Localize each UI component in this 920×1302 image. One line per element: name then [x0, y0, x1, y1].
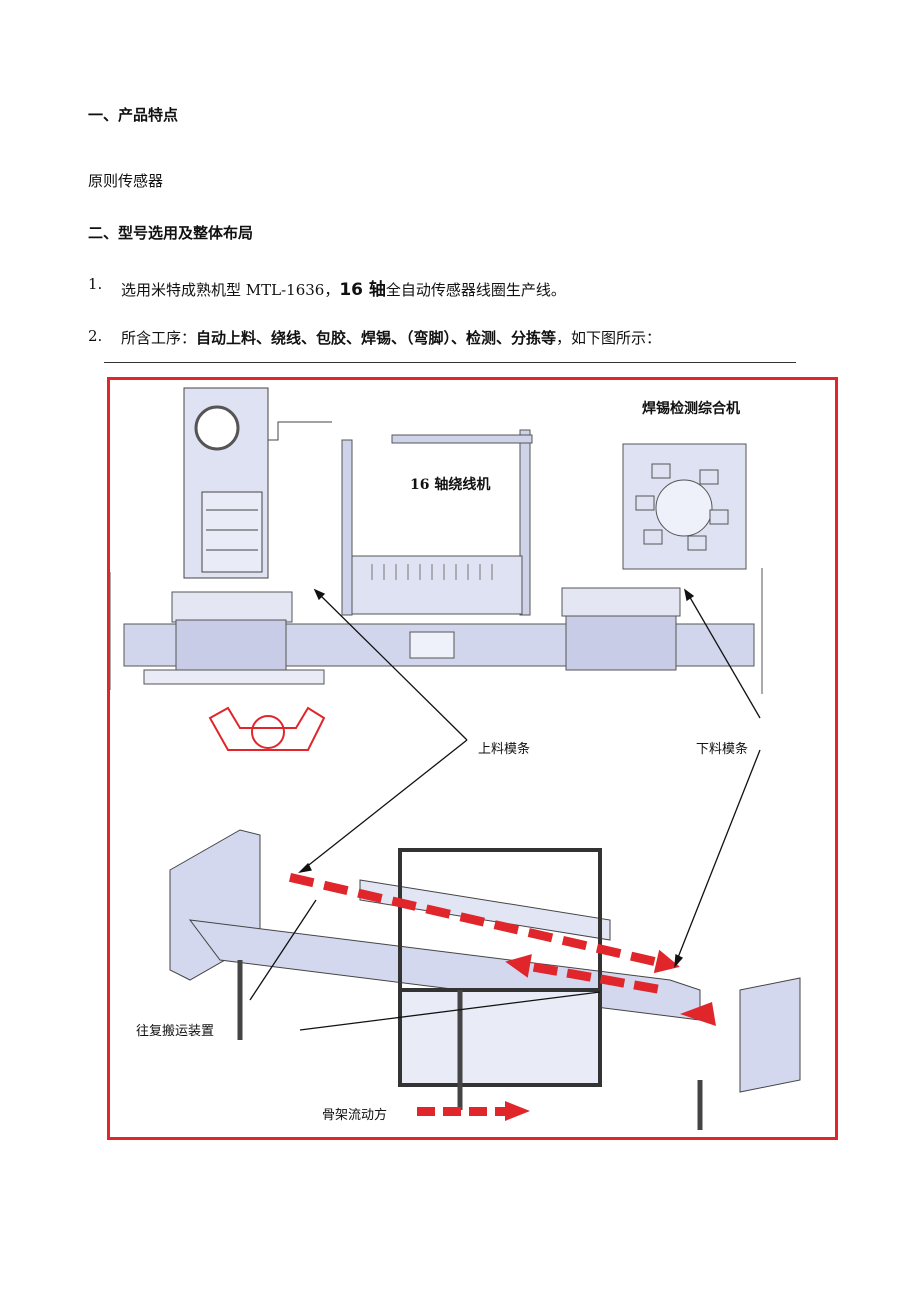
- weld-test-machine: [622, 443, 747, 570]
- label-winder: 16 轴绕线机: [410, 477, 491, 493]
- flow-arrows: [289, 872, 716, 1121]
- conveyor-rail: [110, 568, 763, 694]
- list-number: 1.: [88, 275, 103, 293]
- label-unloading-strip: 下料模条: [696, 742, 749, 757]
- layout-diagram: [110, 387, 801, 1130]
- label-weld-test-machine: 焊锡检测综合机: [642, 401, 740, 417]
- label-loading-strip: 上料模条: [478, 742, 531, 757]
- label-flow-direction: 骨架流动方: [322, 1108, 388, 1123]
- section1-body: 原则传感器: [88, 172, 164, 190]
- loader-tower: [183, 387, 332, 579]
- layout-figure: 焊锡检测综合机 16 轴绕线机 上料模条 下料模条 往复搬运装置 骨架流动方: [107, 377, 838, 1140]
- operator-icon: [208, 706, 326, 751]
- section1-heading: 一、产品特点: [88, 106, 179, 124]
- isometric-line: [169, 829, 801, 1130]
- winder-frame: [341, 429, 533, 616]
- leader-lines: [249, 588, 761, 1031]
- list-number: 2.: [88, 327, 103, 345]
- label-shuttle: 往复搬运装置: [136, 1024, 215, 1039]
- section2-heading: 二、型号选用及整体布局: [88, 224, 254, 242]
- list-text: 所含工序：自动上料、绕线、包胶、焊锡、（弯脚）、检测、分拣等，如下图所示：: [121, 329, 662, 347]
- horizontal-rule: [104, 362, 796, 363]
- list-text: 选用米特成熟机型 MTL-1636，16 轴全自动传感器线圈生产线。: [121, 280, 566, 300]
